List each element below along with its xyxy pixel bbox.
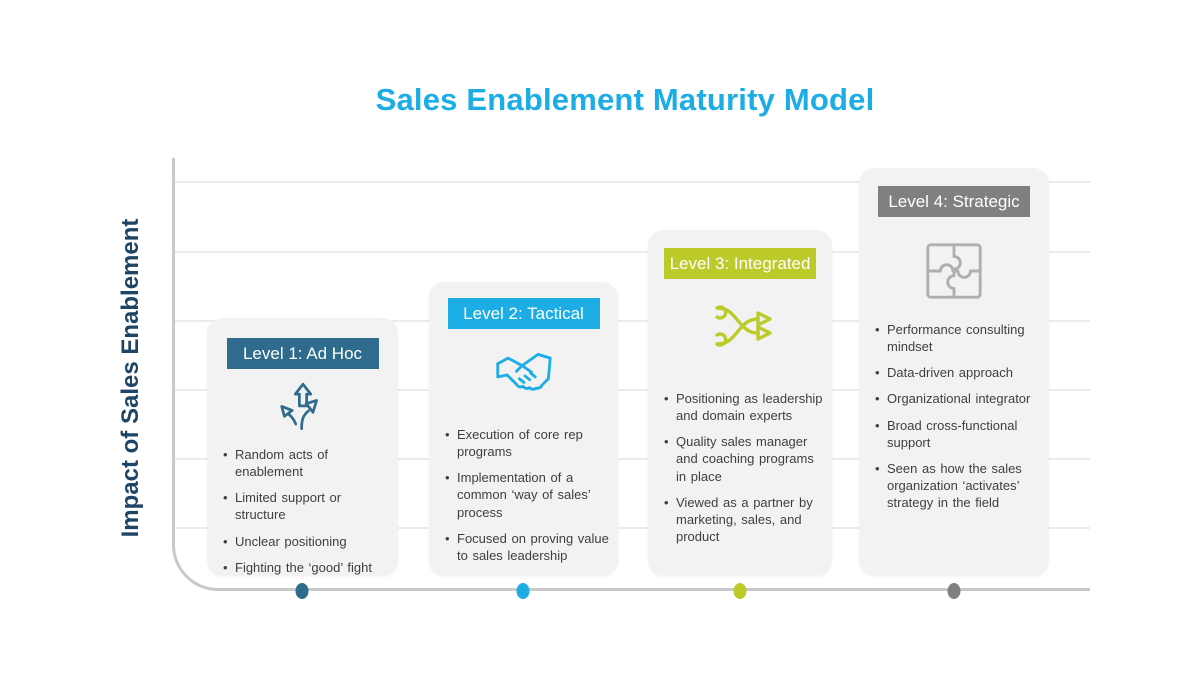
bullet-item: Random acts of enablement [223,446,388,480]
level-1-card: Level 1: Ad Hoc Random acts of enablemen… [207,318,398,576]
level-2-axis-dot [516,583,530,599]
bullet-item: Fighting the ‘good’ fight [223,559,388,576]
level-2-card: Level 2: Tactical Execution of core rep … [429,282,618,576]
level-3-axis-dot [733,583,747,599]
level-4-bullet-list: Performance consulting mindsetData-drive… [859,321,1049,520]
bullet-item: Focused on proving value to sales leader… [445,530,612,564]
bullet-item: Implementation of a common ‘way of sales… [445,469,612,520]
bullet-item: Seen as how the sales organization ‘acti… [875,460,1043,511]
level-1-bullet-list: Random acts of enablementLimited support… [207,446,398,585]
level-4-header: Level 4: Strategic [878,186,1030,217]
level-1-axis-dot [295,583,309,599]
bullet-item: Broad cross-functional support [875,417,1043,451]
bullet-item: Viewed as a partner by marketing, sales,… [664,494,824,545]
bullet-item: Performance consulting mindset [875,321,1043,355]
bullet-item: Execution of core rep programs [445,426,612,460]
bullet-item: Data-driven approach [875,364,1043,381]
level-2-header: Level 2: Tactical [447,298,600,329]
level-3-header: Level 3: Integrated [664,248,816,279]
branching-arrows-icon [274,376,332,434]
bullet-item: Quality sales manager and coaching progr… [664,433,824,484]
level-3-bullet-list: Positioning as leadership and domain exp… [648,390,832,554]
axis-frame [172,158,1090,591]
gridline [174,251,1090,253]
bullet-item: Organizational integrator [875,390,1043,407]
y-axis-label: Impact of Sales Enablement [117,218,144,538]
level-4-card: Level 4: Strategic Performance consultin… [859,168,1049,576]
gridline [174,389,1090,391]
gridline [174,458,1090,460]
shuffle-arrows-icon [707,300,773,352]
bullet-item: Limited support or structure [223,489,388,523]
handshake-icon [494,350,554,400]
bullet-item: Unclear positioning [223,533,388,550]
gridline [174,181,1090,183]
level-4-axis-dot [947,583,961,599]
bullet-item: Positioning as leadership and domain exp… [664,390,824,424]
level-3-card: Level 3: Integrated Positioning as leade… [648,230,832,576]
puzzle-icon [923,240,985,302]
page-title: Sales Enablement Maturity Model [375,82,875,117]
gridline [174,320,1090,322]
level-1-header: Level 1: Ad Hoc [226,338,379,369]
level-2-bullet-list: Execution of core rep programsImplementa… [429,426,618,573]
gridline [174,527,1090,529]
